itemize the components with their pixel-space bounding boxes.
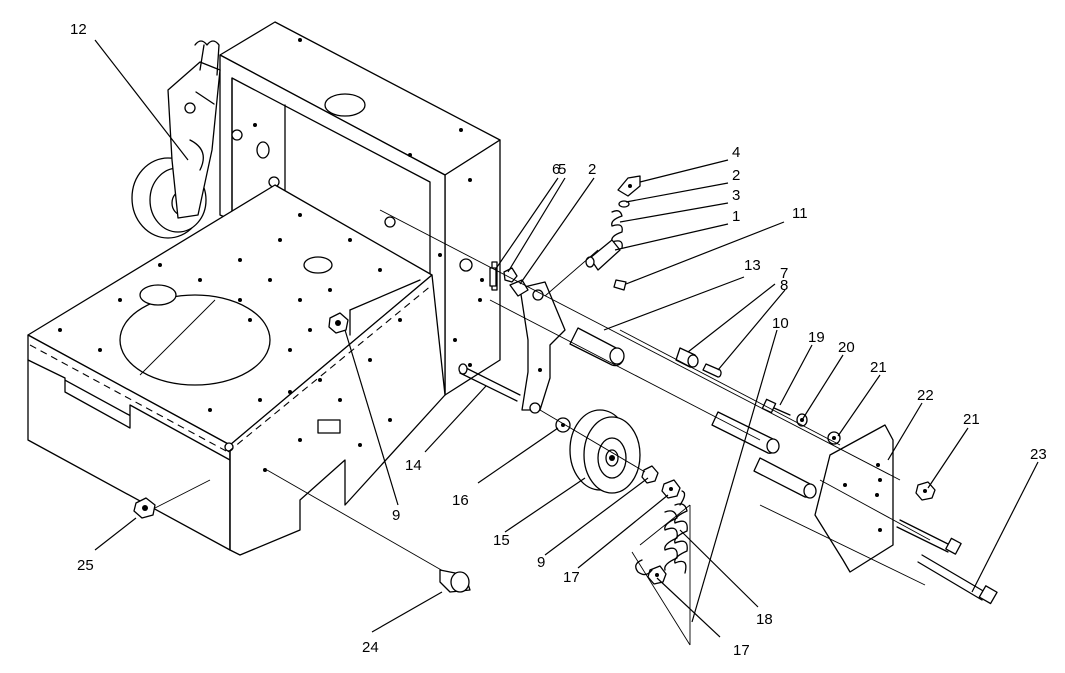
callout-22: 22 — [917, 387, 934, 404]
callout-15: 15 — [493, 532, 510, 549]
bolt-19 — [761, 398, 791, 416]
callout-20: 20 — [838, 339, 855, 356]
callout-9: 9 — [392, 507, 400, 524]
nut-21b — [915, 481, 936, 501]
leader-lines — [94, 39, 1039, 638]
assembly-centerlines — [379, 209, 931, 586]
callout-9: 9 — [537, 554, 545, 571]
tension-idler-assembly — [131, 40, 221, 239]
callout-1: 1 — [732, 208, 740, 225]
callout-12: 12 — [70, 21, 87, 38]
callout-2: 2 — [732, 167, 740, 184]
callout-10: 10 — [772, 315, 789, 332]
base-deck — [27, 184, 446, 556]
callout-21: 21 — [963, 411, 980, 428]
callout-4: 4 — [732, 144, 740, 161]
nut-17a — [661, 479, 681, 499]
callout-16: 16 — [452, 492, 469, 509]
callout-8: 8 — [780, 277, 788, 294]
rear-frame-panel — [219, 21, 501, 396]
callout-18: 18 — [756, 611, 773, 628]
callout-7: 7 — [780, 265, 788, 282]
bolt-24 — [266, 469, 471, 593]
bolt-23 — [917, 554, 998, 605]
idler-arm — [509, 279, 566, 414]
spacer-10 — [711, 411, 817, 499]
part-6 — [489, 267, 497, 287]
callout-17: 17 — [733, 642, 750, 659]
callout-11: 11 — [792, 205, 808, 222]
spacer-13 — [569, 327, 625, 367]
callout-labels: 12 6 5 2 4 2 3 1 11 13 7 8 10 19 20 21 2… — [70, 21, 1047, 659]
callout-23: 23 — [1030, 446, 1047, 463]
callout-3: 3 — [732, 187, 740, 204]
callout-19: 19 — [808, 329, 825, 346]
block-1 — [585, 239, 621, 271]
callout-2: 2 — [588, 161, 596, 178]
spring-18 — [631, 490, 691, 646]
pin-8 — [702, 363, 722, 378]
callout-5: 5 — [558, 161, 566, 178]
pin-14 — [458, 363, 521, 402]
bushing-7 — [675, 347, 699, 368]
callout-21: 21 — [870, 359, 887, 376]
deck-holes — [58, 213, 402, 472]
pin-11 — [613, 279, 627, 291]
callout-6: 6 — [552, 161, 560, 178]
callout-24: 24 — [362, 639, 379, 656]
deck-nut — [328, 312, 349, 334]
washer-16 — [555, 417, 571, 433]
callout-14: 14 — [405, 457, 422, 474]
callout-17: 17 — [563, 569, 580, 586]
rod-end-4 — [617, 175, 641, 197]
bolt-upper — [896, 519, 962, 555]
pulley-15 — [569, 409, 641, 494]
nut-25 — [133, 479, 211, 519]
callout-13: 13 — [744, 257, 761, 274]
nut-21a — [827, 431, 841, 445]
callout-25: 25 — [77, 557, 94, 574]
